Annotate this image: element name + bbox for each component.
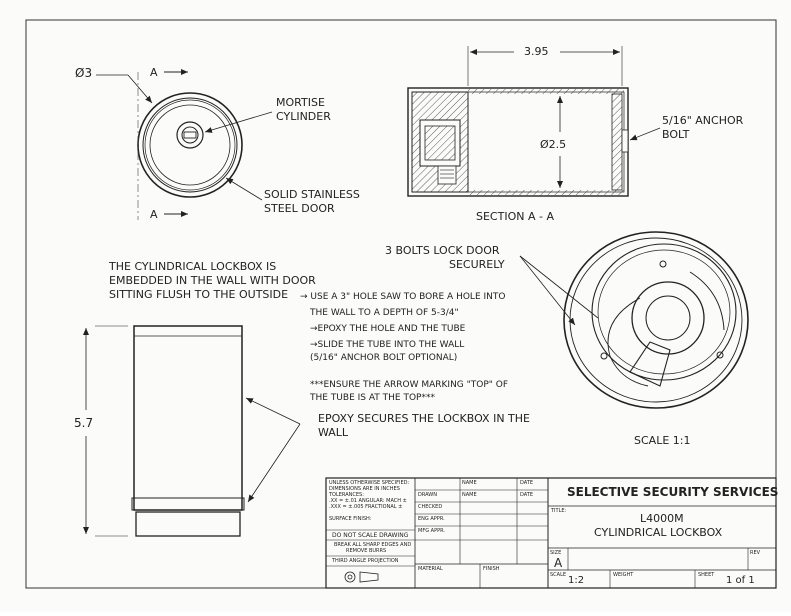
iso-scale-label: SCALE 1:1 <box>634 434 691 447</box>
break-edges-2: REMOVE BURRS <box>346 548 387 554</box>
door-label-line1: SOLID STAINLESS <box>264 188 360 201</box>
epoxy-label-line1: EPOXY SECURES THE LOCKBOX IN THE <box>318 412 531 425</box>
mortise-label-line1: MORTISE <box>276 96 325 109</box>
scale-label: SCALE <box>550 572 567 578</box>
epoxy-label-line2: WALL <box>318 426 349 439</box>
section-view <box>407 46 661 197</box>
instruction-3: →EPOXY THE HOLE AND THE TUBE <box>310 324 466 334</box>
projection-label: THIRD ANGLE PROJECTION <box>332 558 399 564</box>
section-inner-diameter: Ø2.5 <box>540 138 567 151</box>
title-label: TITLE: <box>551 508 567 514</box>
bolts-label-line2: SECURELY <box>449 258 505 271</box>
section-marker-bottom: A <box>150 208 158 221</box>
section-length-dim: 3.95 <box>524 45 549 58</box>
row-checked: CHECKED <box>418 504 443 510</box>
col-header-name: NAME <box>462 480 477 486</box>
part-number: L4000M <box>640 512 684 525</box>
size-value: A <box>554 556 563 570</box>
company-name: SELECTIVE SECURITY SERVICES <box>567 485 779 499</box>
part-name: CYLINDRICAL LOCKBOX <box>594 526 723 539</box>
row-mfg-appr: MFG APPR. <box>418 528 445 534</box>
instruction-2: THE WALL TO A DEPTH OF 5-3/4" <box>310 308 459 318</box>
note-line1: ***ENSURE THE ARROW MARKING "TOP" OF <box>310 380 509 390</box>
size-label: SIZE <box>550 550 562 556</box>
anchor-label-line1: 5/16" ANCHOR <box>662 114 744 127</box>
door-label-line2: STEEL DOOR <box>264 202 335 215</box>
tolerance-6: SURFACE FINISH: <box>329 516 372 522</box>
sheet-label: SHEET <box>698 572 715 578</box>
title-block <box>325 477 777 589</box>
weight-label: WEIGHT <box>613 572 634 578</box>
tolerance-4: .XX = ±.01 ANGULAR: MACH ± <box>329 498 407 504</box>
row-drawn: DRAWN <box>418 492 437 498</box>
top-view-diameter: Ø3 <box>75 66 93 80</box>
top-view <box>96 69 273 220</box>
break-edges-1: BREAK ALL SHARP EDGES AND <box>334 542 412 548</box>
desc-line1: THE CYLINDRICAL LOCKBOX IS <box>109 260 277 273</box>
desc-line2: EMBEDDED IN THE WALL WITH DOOR <box>109 274 316 287</box>
instruction-1: → USE A 3" HOLE SAW TO BORE A HOLE INTO <box>300 292 506 302</box>
bolt-2 <box>600 352 608 360</box>
mortise-label-line2: CYLINDER <box>276 110 331 123</box>
sheet-value: 1 of 1 <box>726 575 755 586</box>
tolerance-3: TOLERANCES: <box>329 492 364 498</box>
no-scale-note: DO NOT SCALE DRAWING <box>332 532 409 539</box>
material-label: MATERIAL <box>418 566 443 572</box>
side-view <box>83 325 301 537</box>
tolerance-1: UNLESS OTHERWISE SPECIFIED: <box>329 480 410 486</box>
anchor-label-line2: BOLT <box>662 128 690 141</box>
mortise-cylinder-shape <box>176 121 204 149</box>
drawn-date: DATE <box>520 492 534 498</box>
drawn-name: NAME <box>462 492 477 498</box>
finish-label: FINISH <box>483 566 500 572</box>
iso-view <box>519 231 749 409</box>
height-dim: 5.7 <box>74 416 94 430</box>
row-eng-appr: ENG APPR. <box>418 516 445 522</box>
tolerance-2: DIMENSIONS ARE IN INCHES <box>329 486 400 492</box>
instruction-5: (5/16" ANCHOR BOLT OPTIONAL) <box>310 353 458 363</box>
section-marker-top: A <box>150 66 158 79</box>
scale-value: 1:2 <box>568 575 585 586</box>
bolt-3 <box>716 351 724 359</box>
col-header-date: DATE <box>520 480 534 486</box>
bolt-1 <box>659 260 667 268</box>
desc-line3: SITTING FLUSH TO THE OUTSIDE <box>109 288 289 301</box>
tolerance-5: .XXX = ±.005 FRACTIONAL ± <box>329 504 403 510</box>
section-title: SECTION A - A <box>476 210 554 223</box>
bolts-label-line1: 3 BOLTS LOCK DOOR <box>385 244 500 257</box>
instruction-4: →SLIDE THE TUBE INTO THE WALL <box>310 340 465 350</box>
rev-label: REV <box>750 550 761 556</box>
note-line2: THE TUBE IS AT THE TOP*** <box>310 393 435 403</box>
